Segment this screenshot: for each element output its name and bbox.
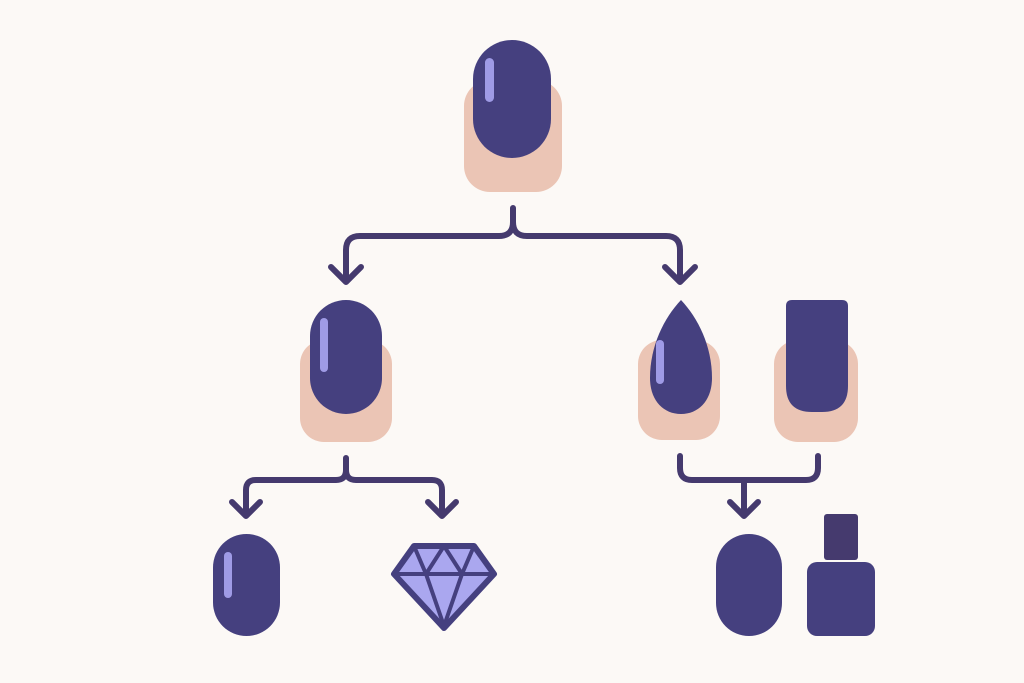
connector-root-right [510,219,683,283]
connector-left-branch-right [343,467,445,517]
nail-polish-bottle-icon [807,514,875,636]
arrowhead-root-right [662,264,698,285]
connector-root-left [343,205,516,283]
gem-facets [394,544,494,628]
arrowhead-left-branch-left [229,499,263,519]
connector-lines [229,205,821,519]
almond-nail-icon [638,300,720,440]
nail-polish [473,40,551,158]
gem-outline [391,543,497,631]
nail-highlight [656,340,664,384]
connector-right-merge [677,453,821,483]
rounded-nail-icon [464,40,562,192]
nail-highlight [320,318,328,372]
bottle-cap [824,514,858,560]
nail-polish [213,534,280,636]
arrowhead-left-branch-right [425,499,459,519]
short-oval-nail-icon-right [716,534,782,636]
bottle-body [807,562,875,636]
nail-highlight [224,552,232,598]
nail-polish [716,534,782,636]
short-oval-nail-icon [213,534,280,636]
square-nail-icon [774,300,858,442]
nail-polish [786,300,848,412]
oval-nail-icon [300,300,392,442]
diamond-gem-icon [391,543,497,631]
arrowhead-right-merge [727,499,761,519]
connector-left-branch-left [243,455,349,517]
arrowhead-root-left [328,264,364,285]
nail-highlight [485,58,494,102]
nail-polish [650,300,712,414]
